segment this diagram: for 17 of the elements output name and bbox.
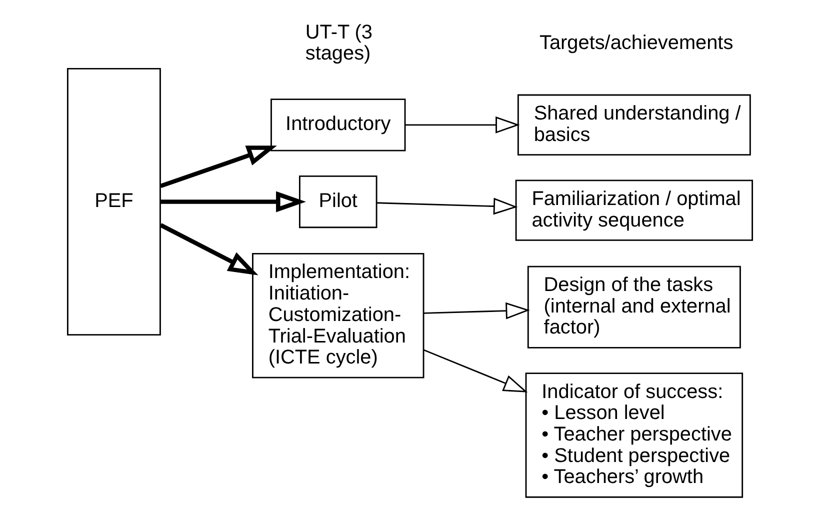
arrow (376, 198, 518, 215)
arrow (159, 223, 258, 276)
node-box: Indicator of success: • Lesson level • Teacher perspective • Student perspective • Teachers’ growth (524, 372, 743, 498)
arrow (404, 116, 520, 134)
arrow (422, 349, 528, 392)
node-box: Implementation: Initiation- Customization- Trial-Evaluation (ICTE cycle) (252, 253, 424, 378)
node-box: Shared understanding / basics (516, 94, 750, 156)
arrow (423, 302, 530, 320)
arrow (160, 191, 306, 212)
label: Targets/achievements (539, 32, 733, 54)
node-box: PEF (66, 68, 160, 336)
node-box: Familiarization / optimal activity sequence (514, 180, 753, 241)
node-box: Design of the tasks (internal and external factor) (526, 266, 740, 348)
node-box: Pilot (298, 175, 377, 228)
arrow (160, 146, 276, 188)
label: UT-T (3 stages) (304, 21, 372, 65)
node-box: Introductory (270, 98, 406, 152)
